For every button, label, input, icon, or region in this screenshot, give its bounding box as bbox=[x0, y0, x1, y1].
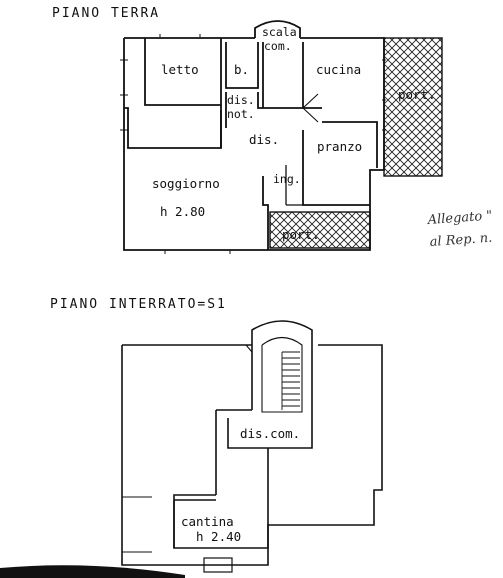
basement-door-marks bbox=[122, 344, 253, 553]
pranzo-label: pranzo bbox=[317, 139, 362, 154]
ground-floor-plan bbox=[120, 20, 443, 254]
portico-right-label: port. bbox=[398, 87, 436, 102]
ground-floor-title: PIANO TERRA bbox=[52, 6, 160, 21]
scala-label-line1: scala bbox=[262, 25, 297, 39]
scala-label-line2: com. bbox=[264, 39, 292, 53]
dis-not-label-line2: not. bbox=[227, 107, 255, 121]
basement-floor-plan bbox=[121, 320, 383, 573]
basement-outer-walls bbox=[121, 344, 383, 566]
bagno-walls bbox=[225, 42, 259, 89]
letto-label: letto bbox=[161, 62, 199, 77]
cucina-walls bbox=[262, 42, 322, 109]
soggiorno-walls bbox=[124, 107, 269, 250]
stair-bump bbox=[254, 20, 301, 38]
dis-not-label-line1: dis. bbox=[227, 93, 255, 107]
ingresso-walls bbox=[285, 165, 303, 206]
ground-windows bbox=[120, 34, 386, 254]
basement-stair-outline bbox=[251, 320, 313, 440]
basement-labels: dis.com. cantina h 2.40 bbox=[181, 426, 300, 544]
annotation-line1: Allegato " bbox=[426, 209, 493, 229]
cucina-door bbox=[302, 93, 319, 123]
ingresso-label: ing. bbox=[273, 172, 301, 186]
cantina-height-label: h 2.40 bbox=[196, 529, 241, 544]
pranzo-walls bbox=[302, 121, 378, 206]
portico-bottom-label: port. bbox=[282, 227, 320, 242]
basement-stair-steps bbox=[281, 351, 300, 410]
basement-floor-title: PIANO INTERRATO=S1 bbox=[50, 297, 227, 312]
portico-right-hatch bbox=[383, 37, 443, 177]
cucina-label: cucina bbox=[316, 62, 361, 77]
dis-com-label: dis.com. bbox=[240, 426, 300, 441]
scan-edge-shadow bbox=[0, 565, 185, 578]
dis-label: dis. bbox=[249, 132, 279, 147]
cantina-label: cantina bbox=[181, 514, 234, 529]
bagno-label: b. bbox=[234, 62, 249, 77]
portico-bottom-hatch bbox=[269, 211, 371, 249]
annotation-line2: al Rep. n. bbox=[429, 231, 493, 250]
letto-walls bbox=[144, 38, 222, 106]
basement-stair-inner bbox=[261, 336, 303, 413]
cantina-entry-step bbox=[203, 557, 233, 573]
soggiorno-height-label: h 2.80 bbox=[160, 204, 205, 219]
soggiorno-label: soggiorno bbox=[152, 176, 220, 191]
cantina-walls bbox=[173, 499, 216, 548]
ground-floor-labels: scala com. letto b. cucina port. dis. no… bbox=[152, 25, 436, 242]
